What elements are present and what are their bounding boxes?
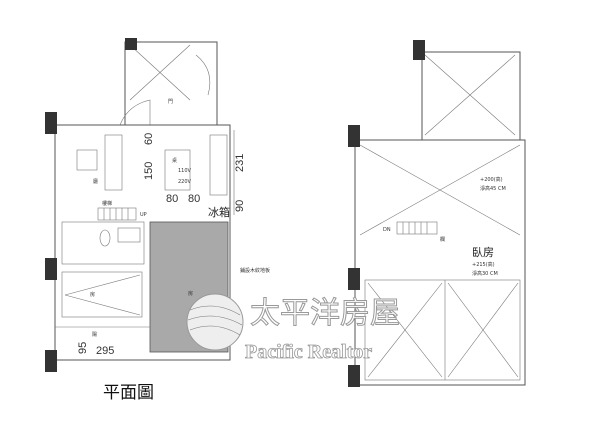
- down-label: DN: [383, 227, 391, 233]
- watermark-name-en: Pacific Realtor: [245, 341, 372, 363]
- dining-table: [164, 149, 191, 191]
- door-label: 門: [168, 99, 173, 105]
- dim-90: 90: [234, 200, 246, 212]
- loft-height-1: +200(高): [480, 176, 503, 183]
- stairs: [97, 207, 137, 221]
- rail-label: 欄: [440, 236, 445, 243]
- kitchen-counter: [209, 134, 228, 196]
- column: [45, 258, 57, 280]
- stairs: [396, 221, 438, 235]
- sink: [117, 227, 141, 243]
- column: [45, 112, 57, 134]
- door-swing: [195, 54, 211, 96]
- room-label-main: 房: [188, 290, 193, 297]
- living-label: 廳: [93, 178, 98, 185]
- up-label: UP: [140, 212, 147, 218]
- column: [413, 40, 425, 60]
- sofa: [104, 134, 123, 191]
- loft-clear-1: 淨高45 CM: [480, 185, 506, 192]
- bedroom-label: 臥房: [472, 246, 494, 259]
- loft-height-2: +215(高): [472, 261, 495, 268]
- stairs-label: 樓梯: [102, 200, 112, 207]
- outlet-110v: 110V: [178, 168, 192, 174]
- right-floor-plan: +200(高) 淨高45 CM DN 欄 臥房 +215(高) 淨高30 CM: [348, 40, 526, 387]
- dim-95: 95: [77, 342, 89, 354]
- dim-295: 295: [96, 345, 114, 357]
- bathroom: [61, 221, 145, 265]
- outlet-220v: 220V: [178, 179, 192, 185]
- room-label-small: 房: [90, 291, 95, 298]
- column: [348, 365, 360, 387]
- fridge-label: 冰箱: [208, 205, 230, 219]
- column: [348, 125, 360, 147]
- table-label: 桌: [172, 157, 177, 164]
- toilet: [99, 229, 111, 247]
- plan-title: 平面圖: [103, 383, 154, 403]
- dim-60: 60: [143, 133, 155, 145]
- loft-clear-2: 淨高30 CM: [472, 270, 498, 277]
- watermark-logo: [186, 293, 244, 351]
- dim-150: 150: [143, 162, 155, 180]
- column: [348, 268, 360, 290]
- dim-231: 231: [234, 154, 246, 172]
- dim-80-a: 80: [166, 193, 178, 205]
- coffee-table: [76, 149, 98, 171]
- balcony-label: 陽: [92, 331, 97, 338]
- watermark: 太平洋房屋 Pacific Realtor: [186, 293, 401, 363]
- floor-note: 鋪設木紋地板: [240, 267, 270, 274]
- column: [45, 350, 57, 372]
- column: [125, 38, 137, 50]
- watermark-name-cn: 太平洋房屋: [250, 296, 400, 331]
- dim-80-b: 80: [188, 193, 200, 205]
